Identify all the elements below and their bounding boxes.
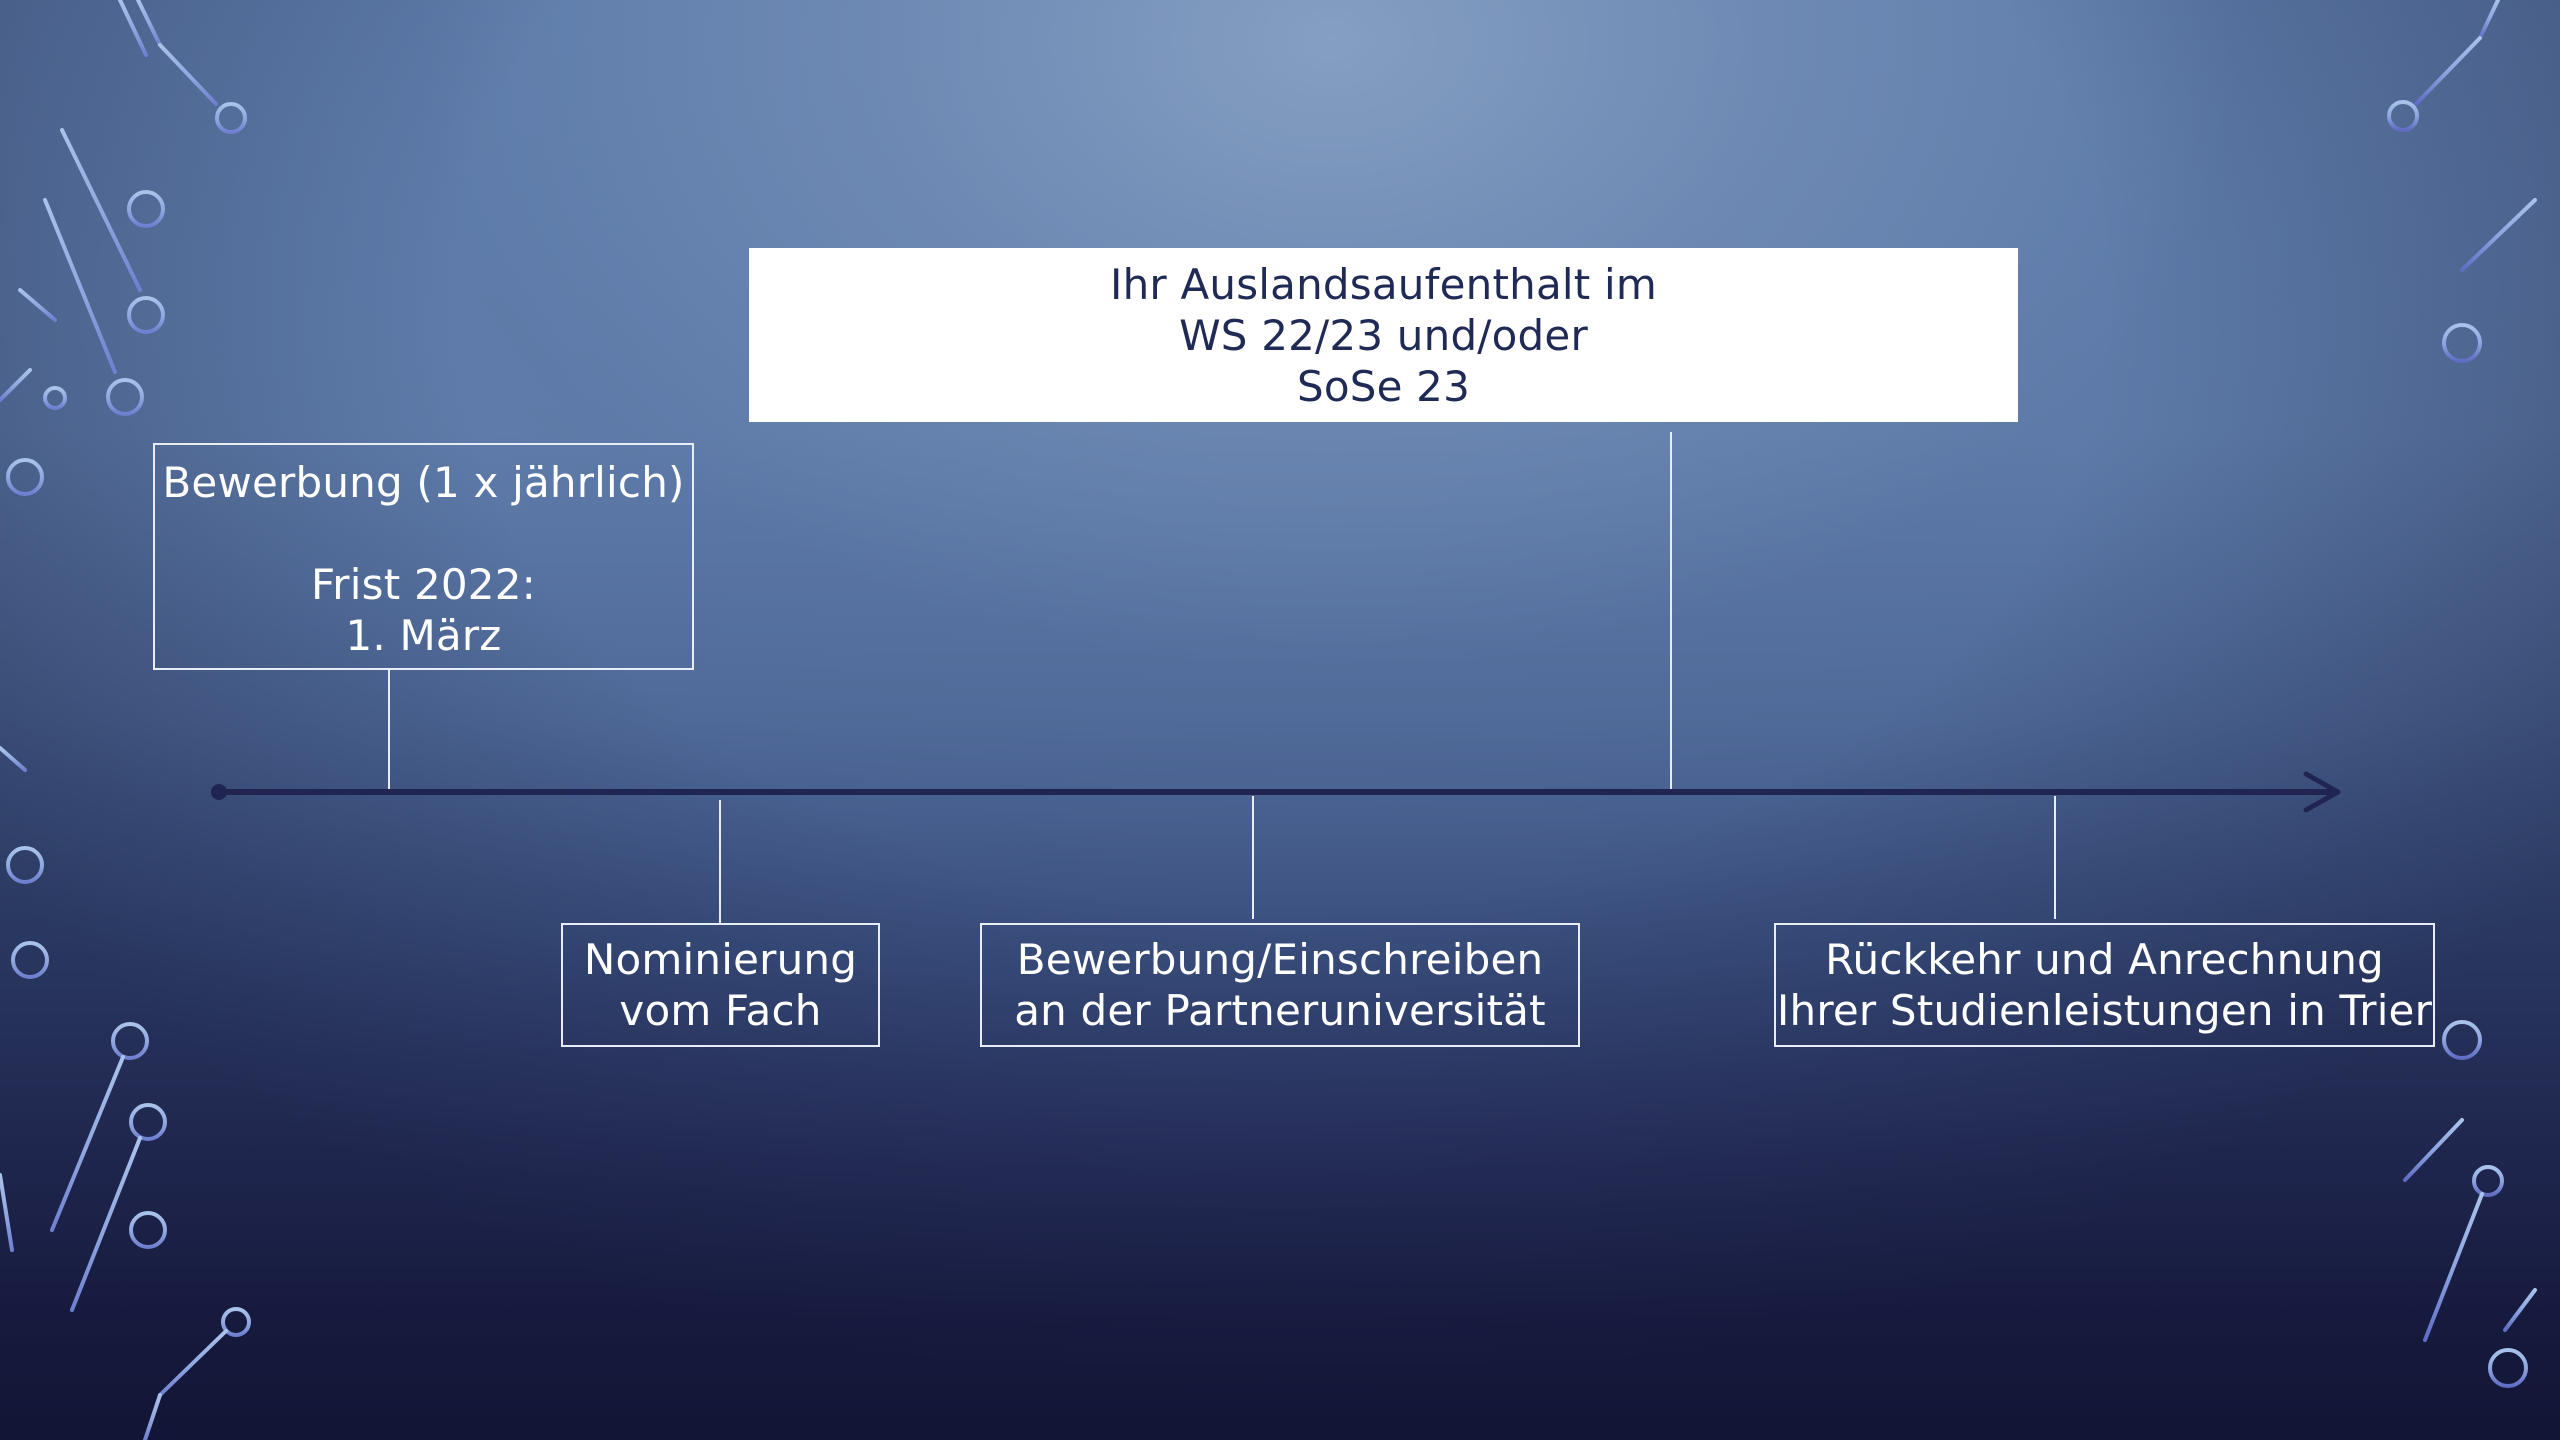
application-title: Bewerbung (1 x jährlich) [162, 458, 685, 507]
application-deadline-date: 1. März [345, 611, 502, 660]
application-deadline-label: Frist 2022: [311, 560, 536, 609]
stay-abroad-line-3: SoSe 23 [1296, 361, 1471, 411]
application-box: Bewerbung (1 x jährlich) Frist 2022: 1. … [153, 443, 694, 670]
nomination-line-2: vom Fach [619, 986, 822, 1035]
return-box: Rückkehr und Anrechnung Ihrer Studienlei… [1774, 923, 2435, 1047]
circuit-bottom-right [2403, 1020, 2542, 1440]
return-line-2: Ihrer Studienleistungen in Trier [1776, 986, 2433, 1035]
stay-abroad-line-2: WS 22/23 und/oder [1179, 310, 1588, 360]
circuit-bottom-left [0, 941, 251, 1440]
circuit-mid-left [0, 746, 44, 884]
circuit-top-left [0, 0, 247, 496]
nomination-line-1: Nominierung [583, 935, 858, 984]
circuit-top-right [2387, 0, 2537, 363]
enrolment-line-2: an der Partneruniversität [1014, 986, 1546, 1035]
enrolment-box: Bewerbung/Einschreiben an der Partneruni… [980, 923, 1580, 1047]
nomination-box: Nominierung vom Fach [561, 923, 880, 1047]
enrolment-line-1: Bewerbung/Einschreiben [1016, 935, 1544, 984]
return-line-1: Rückkehr und Anrechnung [1825, 935, 2384, 984]
stay-abroad-box: Ihr Auslandsaufenthalt im WS 22/23 und/o… [749, 248, 2018, 422]
timeline-arrow [211, 771, 2341, 813]
stay-abroad-line-1: Ihr Auslandsaufenthalt im [1110, 259, 1657, 309]
